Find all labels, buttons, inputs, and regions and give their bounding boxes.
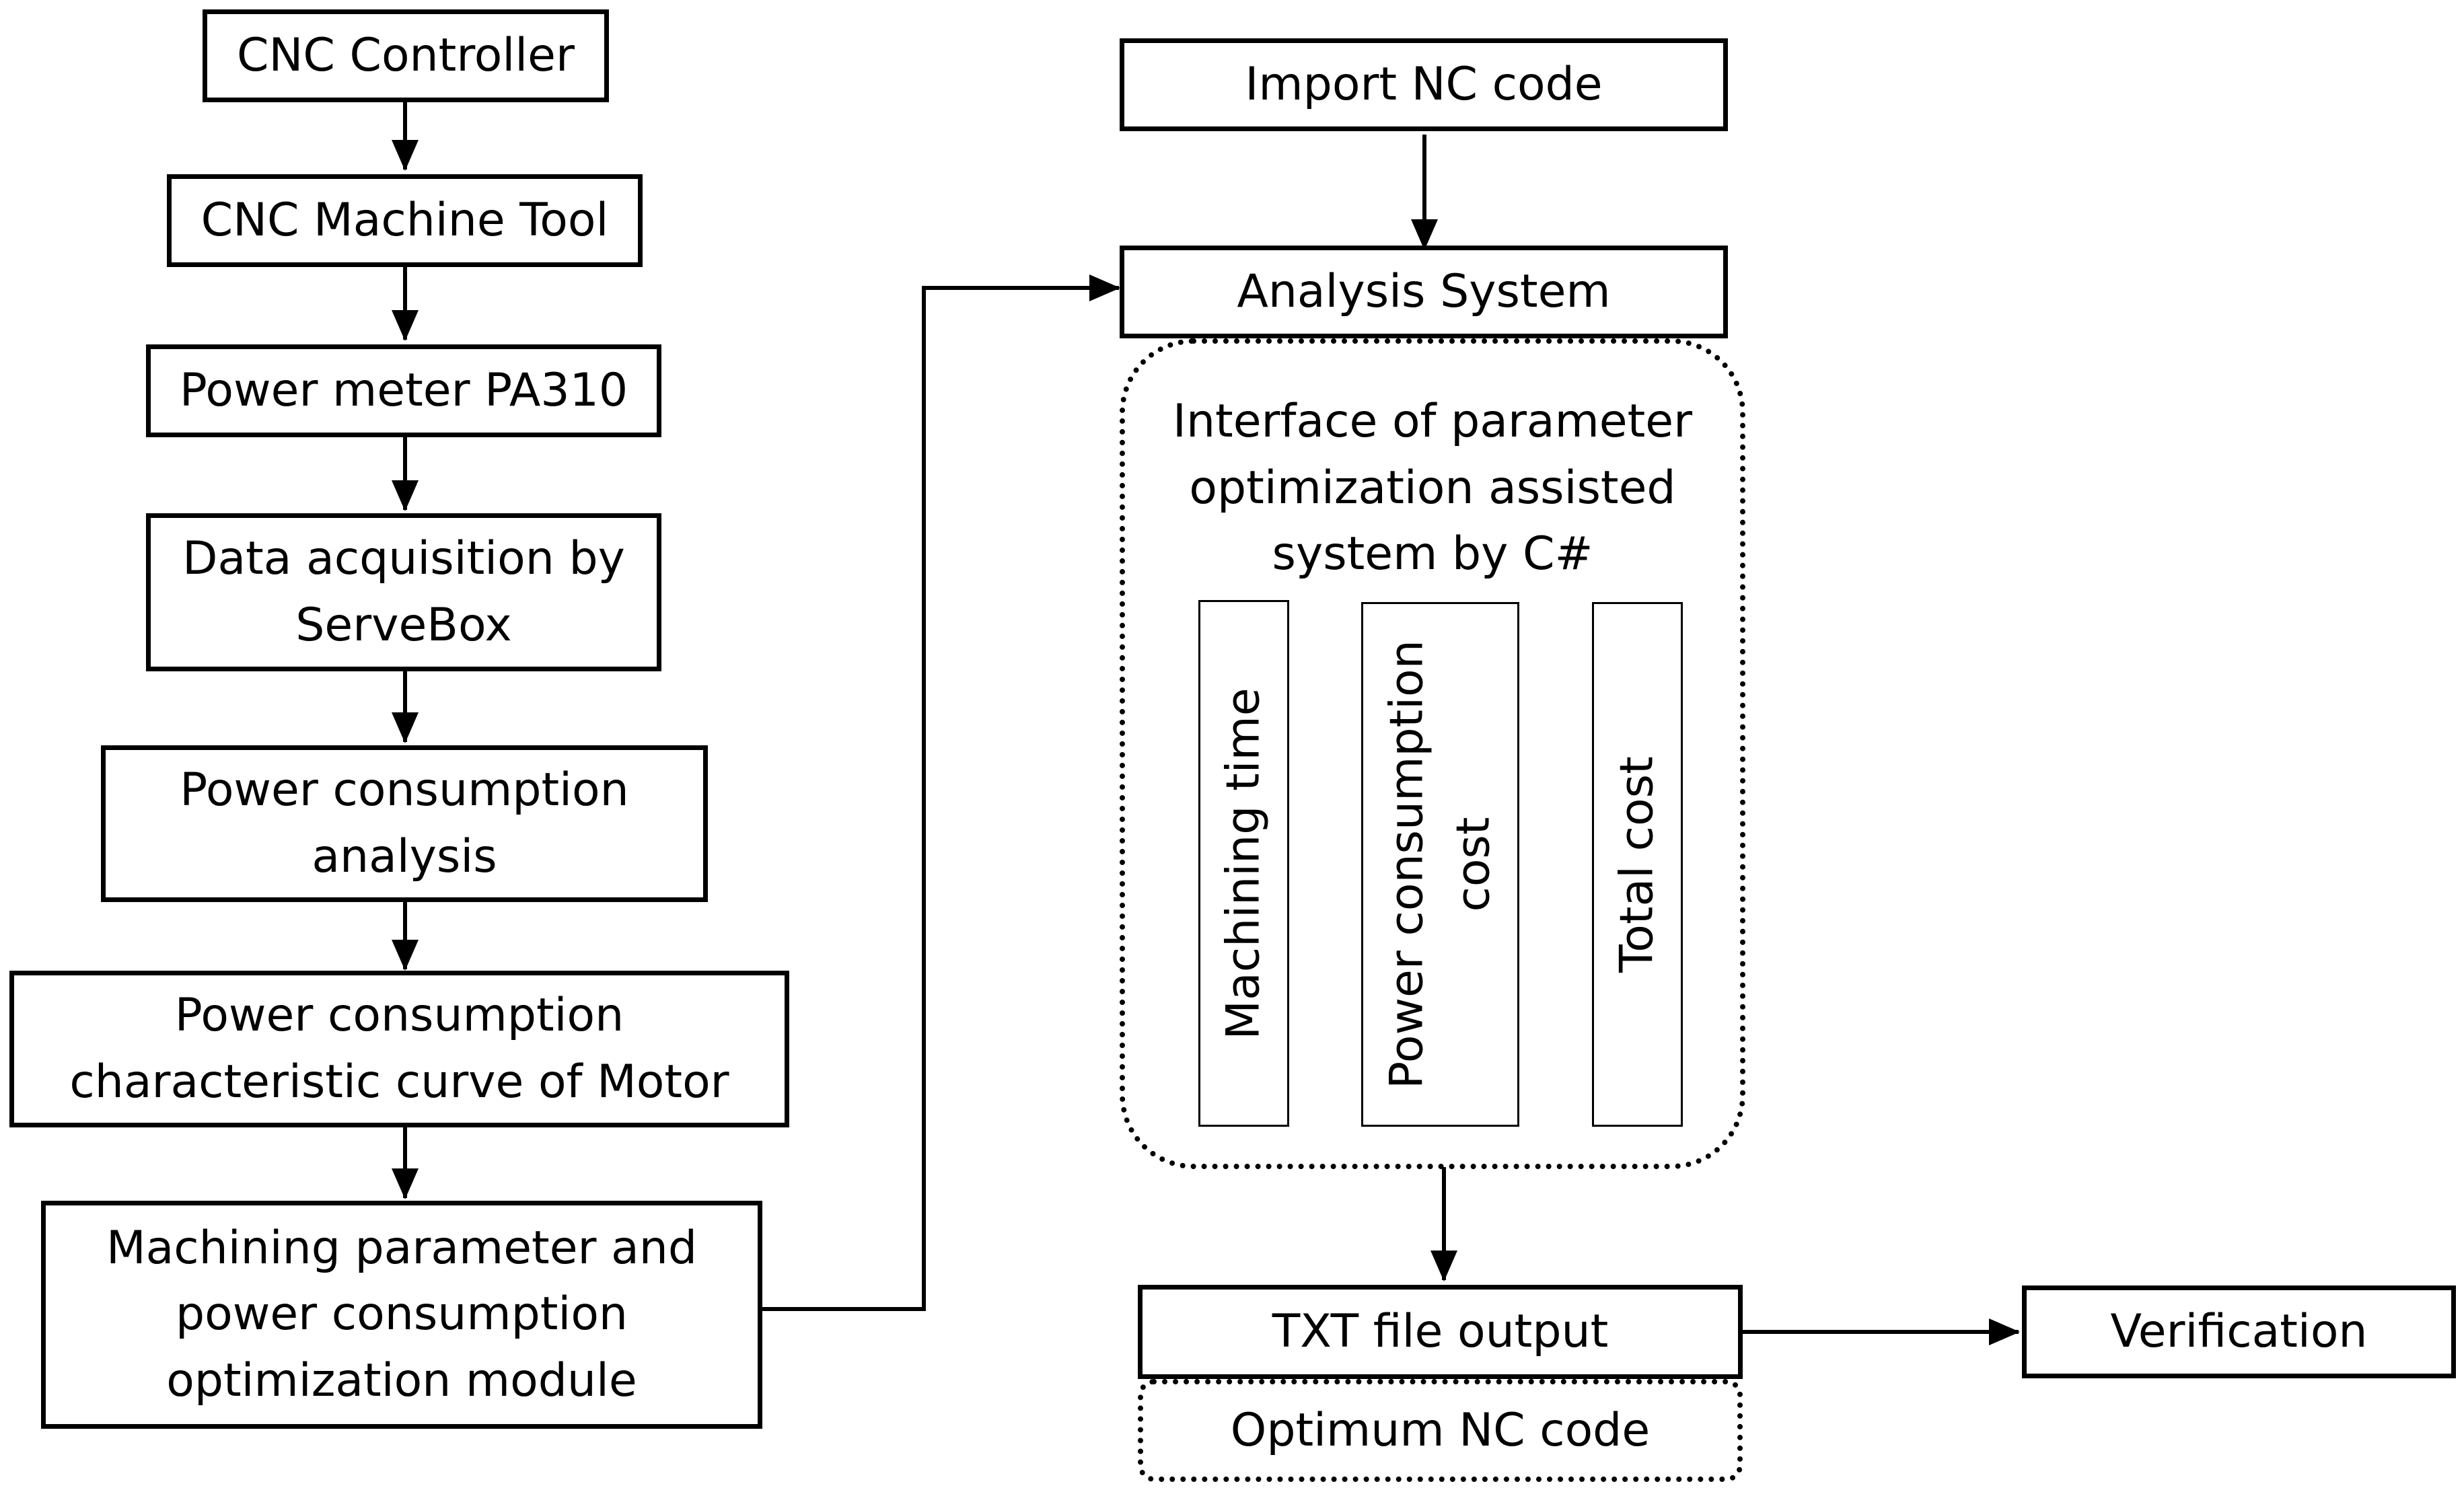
optimization-module-box: Machining parameter and power consumptio… — [41, 1201, 762, 1429]
power-consumption-cost-label: Power consumption cost — [1374, 640, 1507, 1088]
cnc-machine-tool-label: CNC Machine Tool — [201, 193, 609, 247]
interface-container — [1120, 338, 1745, 1169]
power-consumption-cost-label-line1: Power consumption — [1379, 640, 1433, 1089]
optimization-module-label-line3: optimization module — [166, 1353, 637, 1407]
verification-label: Verification — [2110, 1304, 2368, 1358]
arrow-optimization-module-to-analysis-system — [762, 274, 1120, 1311]
data-acquisition-box: Data acquisition by ServeBox — [146, 513, 661, 671]
power-meter-label: Power meter PA310 — [179, 363, 628, 417]
analysis-system-label: Analysis System — [1237, 264, 1611, 318]
power-consumption-cost-box: Power consumption cost — [1361, 602, 1519, 1127]
verification-box: Verification — [2022, 1285, 2456, 1378]
optimization-module-label-line2: power consumption — [175, 1288, 628, 1341]
characteristic-curve-label-line2: characteristic curve of Motor — [69, 1055, 729, 1109]
power-analysis-label-line2: analysis — [312, 829, 497, 883]
interface-title-line2: optimization assisted — [1189, 461, 1676, 515]
characteristic-curve-box: Power consumption characteristic curve o… — [9, 971, 789, 1127]
power-meter-box: Power meter PA310 — [146, 344, 661, 437]
machining-time-box: Machining time — [1198, 600, 1289, 1127]
power-analysis-label-line1: Power consumption — [180, 763, 629, 817]
data-acquisition-label-line2: ServeBox — [295, 598, 512, 652]
data-acquisition-label-line1: Data acquisition by — [182, 531, 625, 585]
interface-title-line3: system by C# — [1272, 527, 1593, 581]
characteristic-curve-label-line1: Power consumption — [174, 988, 624, 1042]
optimization-module-label-line1: Machining parameter and — [106, 1221, 698, 1275]
txt-file-output-label: TXT file output — [1272, 1304, 1609, 1358]
import-nc-code-label: Import NC code — [1245, 57, 1603, 111]
interface-title-line1: Interface of parameter — [1172, 395, 1693, 448]
import-nc-code-box: Import NC code — [1120, 38, 1728, 131]
total-cost-label: Total cost — [1610, 756, 1664, 973]
txt-file-output-box: TXT file output — [1138, 1285, 1743, 1379]
total-cost-box: Total cost — [1592, 602, 1683, 1127]
power-consumption-analysis-box: Power consumption analysis — [101, 745, 708, 902]
optimum-nc-code-box: Optimum NC code — [1138, 1379, 1743, 1482]
cnc-machine-tool-box: CNC Machine Tool — [167, 174, 643, 267]
optimum-nc-code-label: Optimum NC code — [1230, 1404, 1651, 1457]
machining-time-label: Machining time — [1217, 687, 1270, 1040]
interface-title: Interface of parameter optimization assi… — [1120, 389, 1745, 588]
cnc-controller-label: CNC Controller — [237, 28, 575, 82]
analysis-system-box: Analysis System — [1120, 246, 1728, 338]
power-consumption-cost-label-line2: cost — [1446, 817, 1500, 912]
cnc-controller-box: CNC Controller — [203, 9, 609, 102]
